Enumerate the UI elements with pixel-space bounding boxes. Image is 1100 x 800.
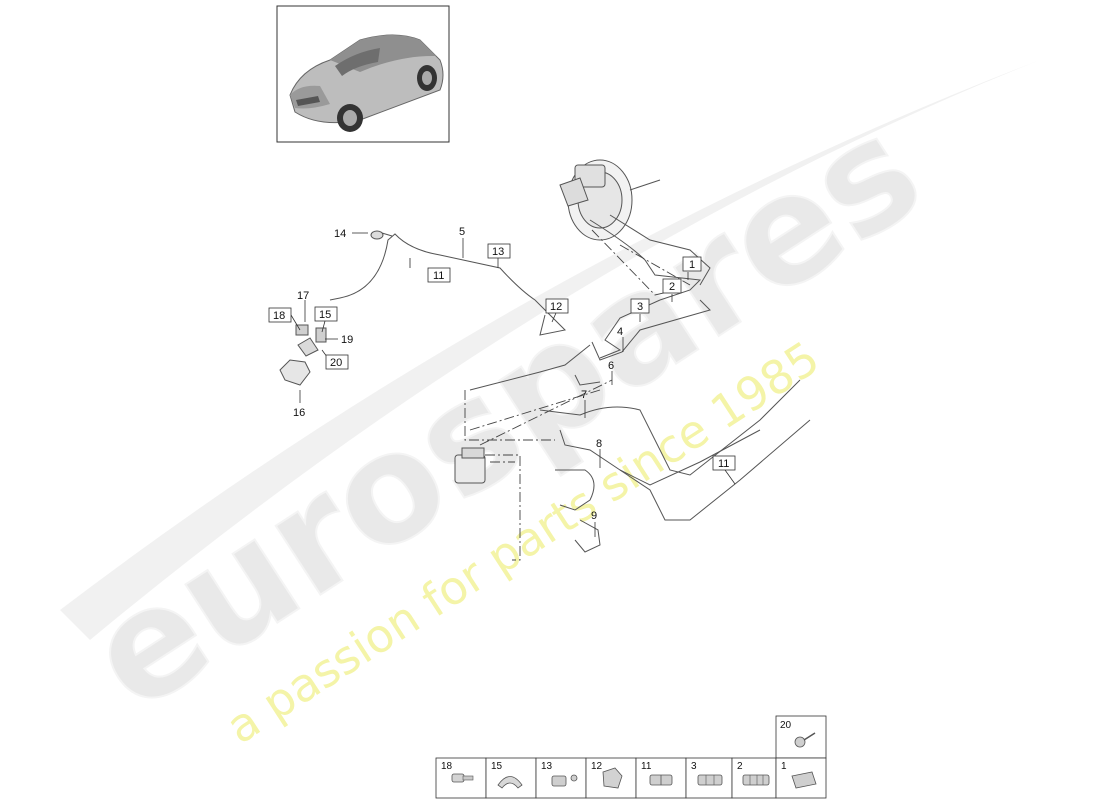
legend-cell: 11 — [635, 757, 687, 799]
legend-cell-top-label: 20 — [780, 720, 792, 731]
abs-unit — [454, 447, 486, 484]
legend-row: 18 15 13 12 — [435, 757, 827, 799]
svg-text:20: 20 — [330, 357, 342, 369]
legend-cell: 1 — [775, 757, 827, 799]
callout-box-11-left: 11 — [427, 267, 451, 283]
svg-text:15: 15 — [491, 761, 503, 772]
svg-text:2: 2 — [737, 761, 743, 772]
callout-5: 5 — [459, 226, 465, 238]
line-clip-icon — [551, 774, 578, 787]
callout-box-1: 1 — [682, 256, 702, 272]
clip-icon — [794, 732, 816, 748]
callout-box-18: 18 — [268, 307, 292, 323]
svg-text:12: 12 — [550, 301, 562, 313]
svg-text:3: 3 — [637, 301, 643, 313]
bracket-parts — [279, 230, 384, 386]
callout-box-13: 13 — [487, 243, 511, 259]
callout-14: 14 — [334, 228, 346, 240]
svg-text:1: 1 — [781, 761, 787, 772]
retainer-clip-icon — [497, 776, 523, 789]
callout-7: 7 — [581, 389, 587, 401]
svg-text:11: 11 — [718, 458, 729, 470]
bolt-icon — [451, 773, 474, 783]
legend-cell: 18 — [435, 757, 487, 799]
callout-16: 16 — [293, 407, 305, 419]
svg-text:2: 2 — [669, 281, 675, 293]
legend-cell: 2 — [731, 757, 777, 799]
callout-box-11-right: 11 — [712, 455, 736, 471]
triple-clip-icon — [697, 774, 723, 786]
callout-labels: 14 5 4 6 7 8 9 17 19 16 — [293, 226, 623, 522]
legend-cell: 3 — [685, 757, 733, 799]
holder-clip-icon — [791, 771, 817, 789]
vehicle-thumbnail — [276, 5, 450, 143]
quad-clip-icon — [742, 774, 770, 786]
callout-4: 4 — [617, 326, 623, 338]
watermark: eurospares a passion for parts since 198… — [59, 60, 1040, 754]
car-icon — [289, 34, 444, 132]
brake-booster — [559, 159, 661, 241]
legend-cell: 12 — [585, 757, 637, 799]
callout-box-3: 3 — [630, 298, 650, 314]
svg-text:3: 3 — [691, 761, 697, 772]
callout-17: 17 — [297, 290, 309, 302]
legend-cell: 13 — [535, 757, 587, 799]
svg-text:11: 11 — [433, 270, 444, 282]
legend-cell-top: 20 — [775, 715, 827, 759]
watermark-swoosh — [60, 60, 1040, 640]
callout-box-15: 15 — [314, 306, 338, 322]
svg-text:12: 12 — [591, 761, 603, 772]
bracket-clip-icon — [602, 767, 623, 789]
brake-lines — [329, 214, 811, 553]
svg-text:13: 13 — [541, 761, 553, 772]
callout-box-12: 12 — [545, 298, 569, 314]
legend-cell: 15 — [485, 757, 537, 799]
callout-box-2: 2 — [662, 278, 682, 294]
svg-text:18: 18 — [441, 761, 453, 772]
svg-text:15: 15 — [319, 309, 331, 321]
svg-text:18: 18 — [273, 310, 285, 322]
callout-6: 6 — [608, 360, 614, 372]
callout-box-20: 20 — [325, 354, 349, 370]
svg-text:13: 13 — [492, 246, 504, 258]
callout-9: 9 — [591, 510, 597, 522]
svg-text:11: 11 — [641, 761, 652, 772]
callout-19: 19 — [341, 334, 353, 346]
svg-text:1: 1 — [689, 259, 695, 271]
watermark-brand: eurospares — [60, 83, 950, 745]
callout-8: 8 — [596, 438, 602, 450]
boxed-callouts: 1 2 3 13 11 12 11 18 — [268, 243, 736, 471]
double-clip-icon — [649, 774, 673, 786]
legend-table: 20 18 15 13 — [435, 715, 827, 799]
